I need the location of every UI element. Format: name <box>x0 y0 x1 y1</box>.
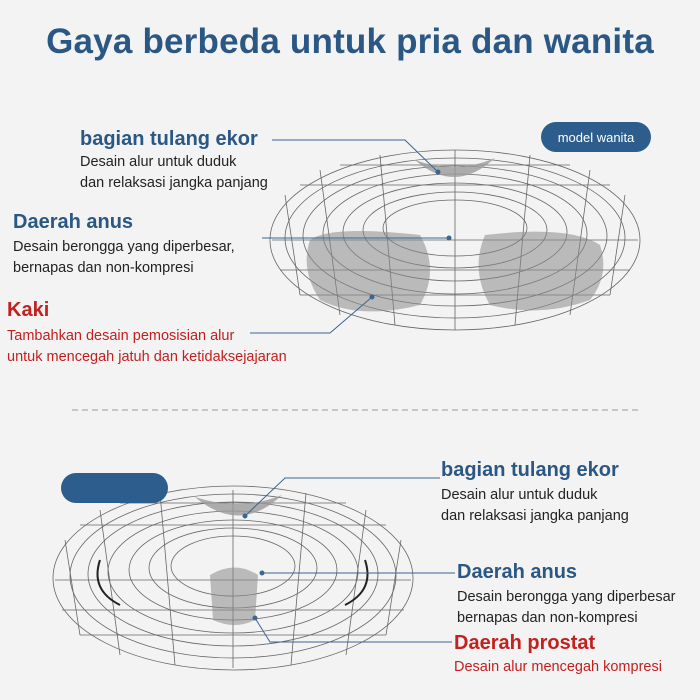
male-anus-desc: Desain berongga yang diperbesar bernapas… <box>457 587 700 629</box>
female-anus-desc-line1: Desain berongga yang diperbesar, <box>13 239 235 255</box>
female-coccyx-desc: Desain alur untuk duduk dan relaksasi ja… <box>80 152 268 194</box>
male-coccyx-heading: bagian tulang ekor <box>441 459 619 481</box>
male-model-badge <box>61 473 168 503</box>
page-title: Gaya berbeda untuk pria dan wanita <box>46 22 654 61</box>
female-coccyx-heading: bagian tulang ekor <box>80 128 258 150</box>
male-prostate-desc-line1: Desain alur mencegah kompresi <box>454 659 662 675</box>
female-anus-heading: Daerah anus <box>13 211 134 233</box>
female-legs-desc-line1: Tambahkan desain pemosisian alur <box>7 328 235 344</box>
male-coccyx-desc-line2: dan relaksasi jangka panjang <box>441 508 629 524</box>
female-legs-heading: Kaki <box>7 299 50 321</box>
male-coccyx-desc-line1: Desain alur untuk duduk <box>441 487 598 503</box>
female-legs-desc: Tambahkan desain pemosisian alur untuk m… <box>7 326 287 368</box>
female-anus-desc-line2: bernapas dan non-kompresi <box>13 260 194 276</box>
female-coccyx-desc-line2: dan relaksasi jangka panjang <box>80 175 268 191</box>
female-model-badge: model wanita <box>541 122 651 152</box>
male-coccyx-desc: Desain alur untuk duduk dan relaksasi ja… <box>441 485 629 527</box>
male-anus-heading: Daerah anus <box>457 561 578 583</box>
male-prostate-desc: Desain alur mencegah kompresi <box>454 657 662 678</box>
female-anus-desc: Desain berongga yang diperbesar, bernapa… <box>13 237 235 279</box>
male-anus-desc-line1: Desain berongga yang diperbesar <box>457 589 676 605</box>
male-prostate-heading: Daerah prostat <box>454 632 596 654</box>
female-coccyx-desc-line1: Desain alur untuk duduk <box>80 154 237 170</box>
female-legs-desc-line2: untuk mencegah jatuh dan ketidaksejajara… <box>7 349 287 365</box>
male-anus-desc-line2: bernapas dan non-kompresi <box>457 610 638 626</box>
